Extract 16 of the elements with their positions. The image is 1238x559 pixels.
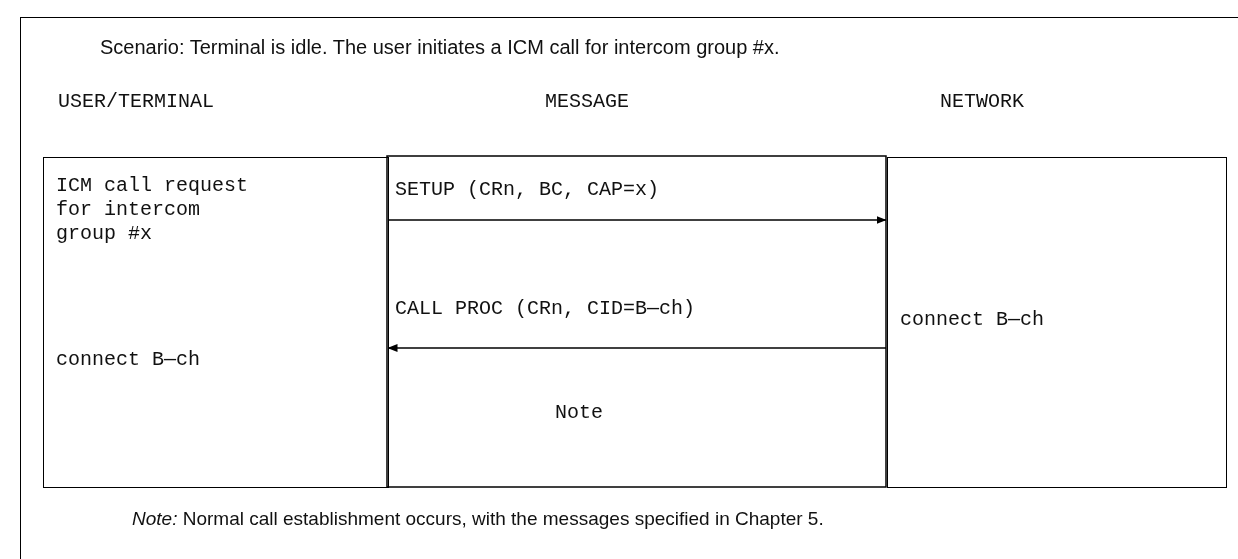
- column-cell: [43, 157, 389, 488]
- message-arrow: [387, 216, 887, 224]
- column-header: NETWORK: [940, 90, 1024, 114]
- message-label: CALL PROC (CRn, CID=B—ch): [395, 297, 696, 321]
- frame-box: [20, 17, 1238, 559]
- footnote-text: Note: Normal call establishment occurs, with the messages specified in Chapter 5.: [132, 508, 824, 530]
- note-reference: Note: [555, 401, 603, 425]
- column-header: MESSAGE: [545, 90, 629, 114]
- cell-text: connect B—ch: [56, 348, 202, 372]
- cell-text: ICM call request for intercom group #x: [56, 174, 250, 246]
- message-label: SETUP (CRn, BC, CAP=x): [395, 178, 660, 202]
- cell-text: connect B—ch: [900, 308, 1046, 332]
- message-arrow: [387, 344, 887, 352]
- scenario-text: Scenario: Terminal is idle. The user initiates a ICM call for intercom group #x.: [100, 36, 780, 59]
- column-header: USER/TERMINAL: [58, 90, 215, 114]
- column-cell: [887, 157, 1227, 488]
